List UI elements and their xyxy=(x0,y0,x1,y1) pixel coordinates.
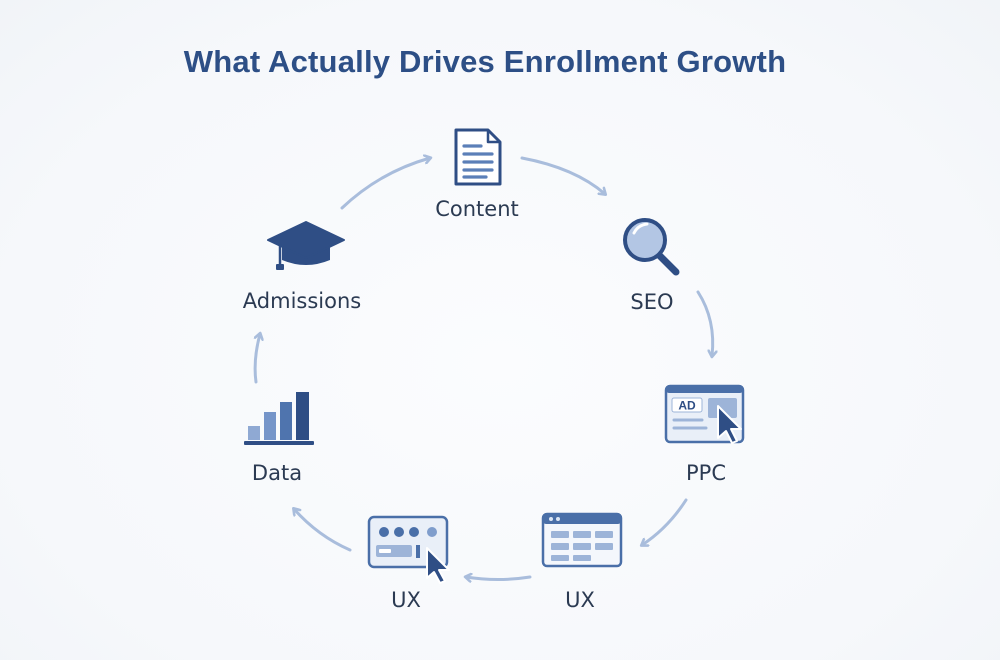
ad-text: AD xyxy=(678,399,696,413)
arrow-data-to-admissions xyxy=(255,334,260,384)
arrow-ppc-to-ux xyxy=(642,498,688,545)
ui-click-icon xyxy=(367,515,450,584)
node-label-admissions: Admissions xyxy=(242,289,362,313)
arrow-ux-to-data xyxy=(294,509,352,552)
node-label-ppc: PPC xyxy=(686,461,726,485)
node-label-seo: SEO xyxy=(630,290,674,314)
document-icon xyxy=(454,128,502,186)
web-layout-icon xyxy=(541,512,623,568)
magnifier-icon xyxy=(623,218,680,276)
ad-click-icon: AD xyxy=(664,384,745,444)
arrow-admissions-to-content xyxy=(340,158,430,210)
bar-chart-icon xyxy=(244,392,314,445)
node-label-content: Content xyxy=(435,197,519,221)
arrow-seo-to-ppc xyxy=(696,290,713,356)
graduation-cap-icon xyxy=(267,221,345,270)
arrow-content-to-seo xyxy=(520,156,605,194)
node-label-ux-right: UX xyxy=(565,588,595,612)
node-label-data: Data xyxy=(251,461,303,485)
diagram-title: What Actually Drives Enrollment Growth xyxy=(183,44,787,79)
arrow-ux-to-ux xyxy=(466,577,532,580)
node-label-ux-left: UX xyxy=(391,588,421,612)
